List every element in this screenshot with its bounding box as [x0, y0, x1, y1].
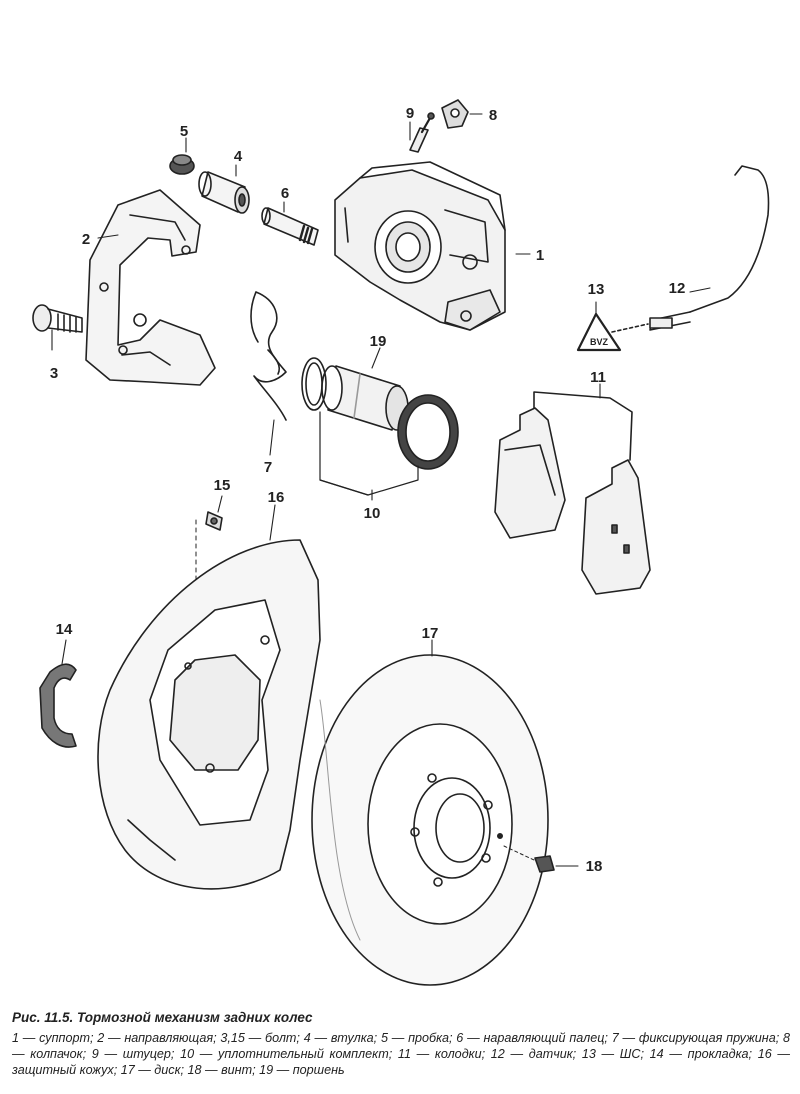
leader-lines	[51, 113, 711, 867]
guide-pin-part-6	[261, 207, 319, 246]
callout-17: 17	[422, 625, 439, 642]
callout-6: 6	[281, 185, 289, 202]
plug-part-5	[169, 154, 195, 175]
callout-9: 9	[406, 105, 414, 122]
brake-exploded-diagram: BVZ	[32, 99, 770, 986]
figure-title: Рис. 11.5. Тормозной механизм задних кол…	[12, 1010, 313, 1025]
callout-16: 16	[268, 489, 285, 506]
callout-14: 14	[56, 621, 73, 638]
bleeder-nipple-part-9	[409, 112, 435, 153]
wear-sensor-part-12	[611, 165, 770, 333]
callout-18: 18	[586, 858, 603, 875]
callout-7: 7	[264, 459, 272, 476]
seal-kit-part-10	[301, 357, 459, 496]
figure-legend: 1 — суппорт; 2 — направляющая; 3,15 — бо…	[12, 1031, 790, 1077]
callout-12: 12	[669, 280, 686, 297]
caliper-carrier-part-2	[85, 189, 216, 386]
callout-19: 19	[370, 333, 387, 350]
callout-13: 13	[588, 281, 605, 298]
retaining-spring-part-7	[250, 291, 287, 421]
screw-part-18	[503, 845, 555, 873]
callout-10: 10	[364, 505, 381, 522]
bushing-part-4	[198, 171, 250, 214]
callout-3: 3	[50, 365, 58, 382]
caliper-part-1	[334, 161, 506, 331]
callout-1: 1	[536, 247, 544, 264]
gasket-part-14	[39, 663, 77, 748]
sensor-symbol-part-13: BVZ	[576, 312, 622, 352]
dust-shield-part-16	[97, 539, 321, 890]
brake-pads-part-11	[494, 391, 651, 595]
bolt-part-3	[32, 304, 83, 333]
callout-8: 8	[489, 107, 497, 124]
callout-15: 15	[214, 477, 231, 494]
callout-11: 11	[590, 369, 606, 386]
piston-part-19	[321, 365, 409, 431]
callout-2: 2	[82, 231, 90, 248]
sensor-symbol-text: BVZ	[590, 337, 609, 347]
figure-caption: Рис. 11.5. Тормозной механизм задних кол…	[12, 1010, 790, 1078]
brake-disc-part-17	[311, 654, 549, 986]
callout-4: 4	[234, 148, 243, 165]
callout-5: 5	[180, 123, 188, 140]
cap-part-8	[441, 99, 469, 129]
